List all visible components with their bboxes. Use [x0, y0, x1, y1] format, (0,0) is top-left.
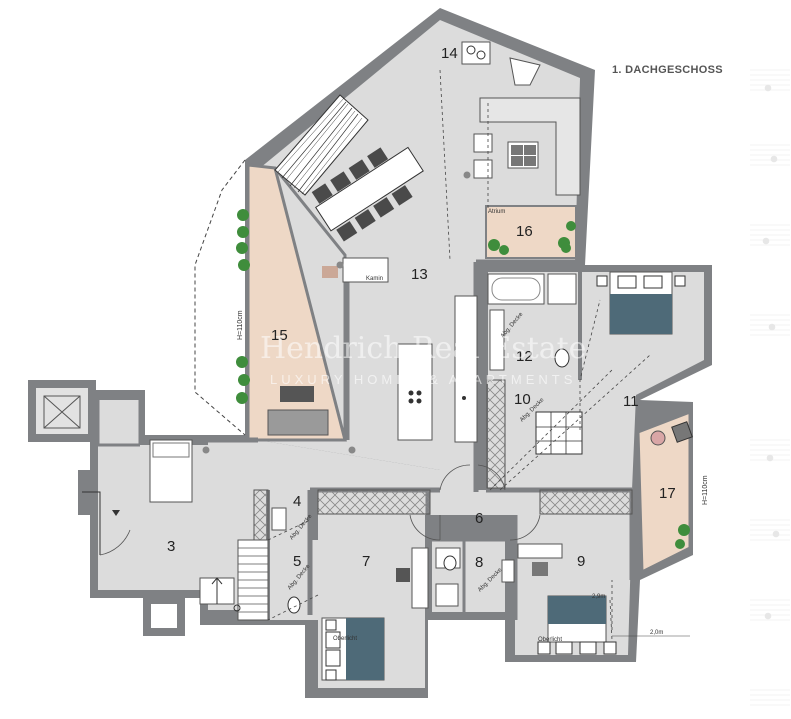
room-label-10: 10	[514, 391, 531, 408]
height-label-15: H=110cm	[237, 310, 244, 340]
terrace-outline	[194, 159, 246, 436]
room-label-9: 9	[577, 553, 585, 570]
watermark-tagline: LUXURY HOMES & APARTMENTS	[270, 372, 576, 387]
room-label-4: 4	[293, 493, 301, 510]
room-labels: 3 4 5 6 7 8 9 10 11 12 13 14 15 16 17	[167, 45, 676, 571]
room-label-8: 8	[475, 554, 483, 571]
oberlicht-label-9: Oberlicht	[538, 637, 562, 643]
room-label-6: 6	[475, 510, 483, 527]
height-label-17: H=110cm	[702, 475, 709, 505]
floor-title: 1. DACHGESCHOSS	[612, 64, 723, 76]
plants	[236, 209, 690, 549]
stairs-top	[274, 94, 369, 196]
room-label-11: 11	[623, 393, 639, 410]
room-label-17: 17	[659, 485, 676, 502]
room-label-7: 7	[362, 553, 370, 570]
furniture	[82, 41, 693, 681]
atrium-label: Atrium	[488, 209, 505, 215]
watermark: Hendrich Real Estate LUXURY HOMES & APAR…	[260, 331, 586, 387]
sheet-music-decoration	[750, 69, 790, 706]
dimension-label-2-0: 2,0m	[650, 630, 663, 636]
room-label-5: 5	[293, 553, 301, 570]
room-label-15: 15	[271, 327, 288, 344]
watermark-name: Hendrich Real Estate	[260, 331, 586, 366]
room-label-16: 16	[516, 223, 533, 240]
dimension-label-2-9: 2,9m	[592, 594, 605, 600]
room-label-12: 12	[516, 348, 533, 365]
room-label-14: 14	[441, 45, 458, 62]
oberlicht-label-7: Oberlicht	[333, 636, 357, 642]
kamin-label: Kamin	[366, 276, 383, 282]
room-label-3: 3	[167, 538, 175, 555]
room-label-13: 13	[411, 266, 428, 283]
